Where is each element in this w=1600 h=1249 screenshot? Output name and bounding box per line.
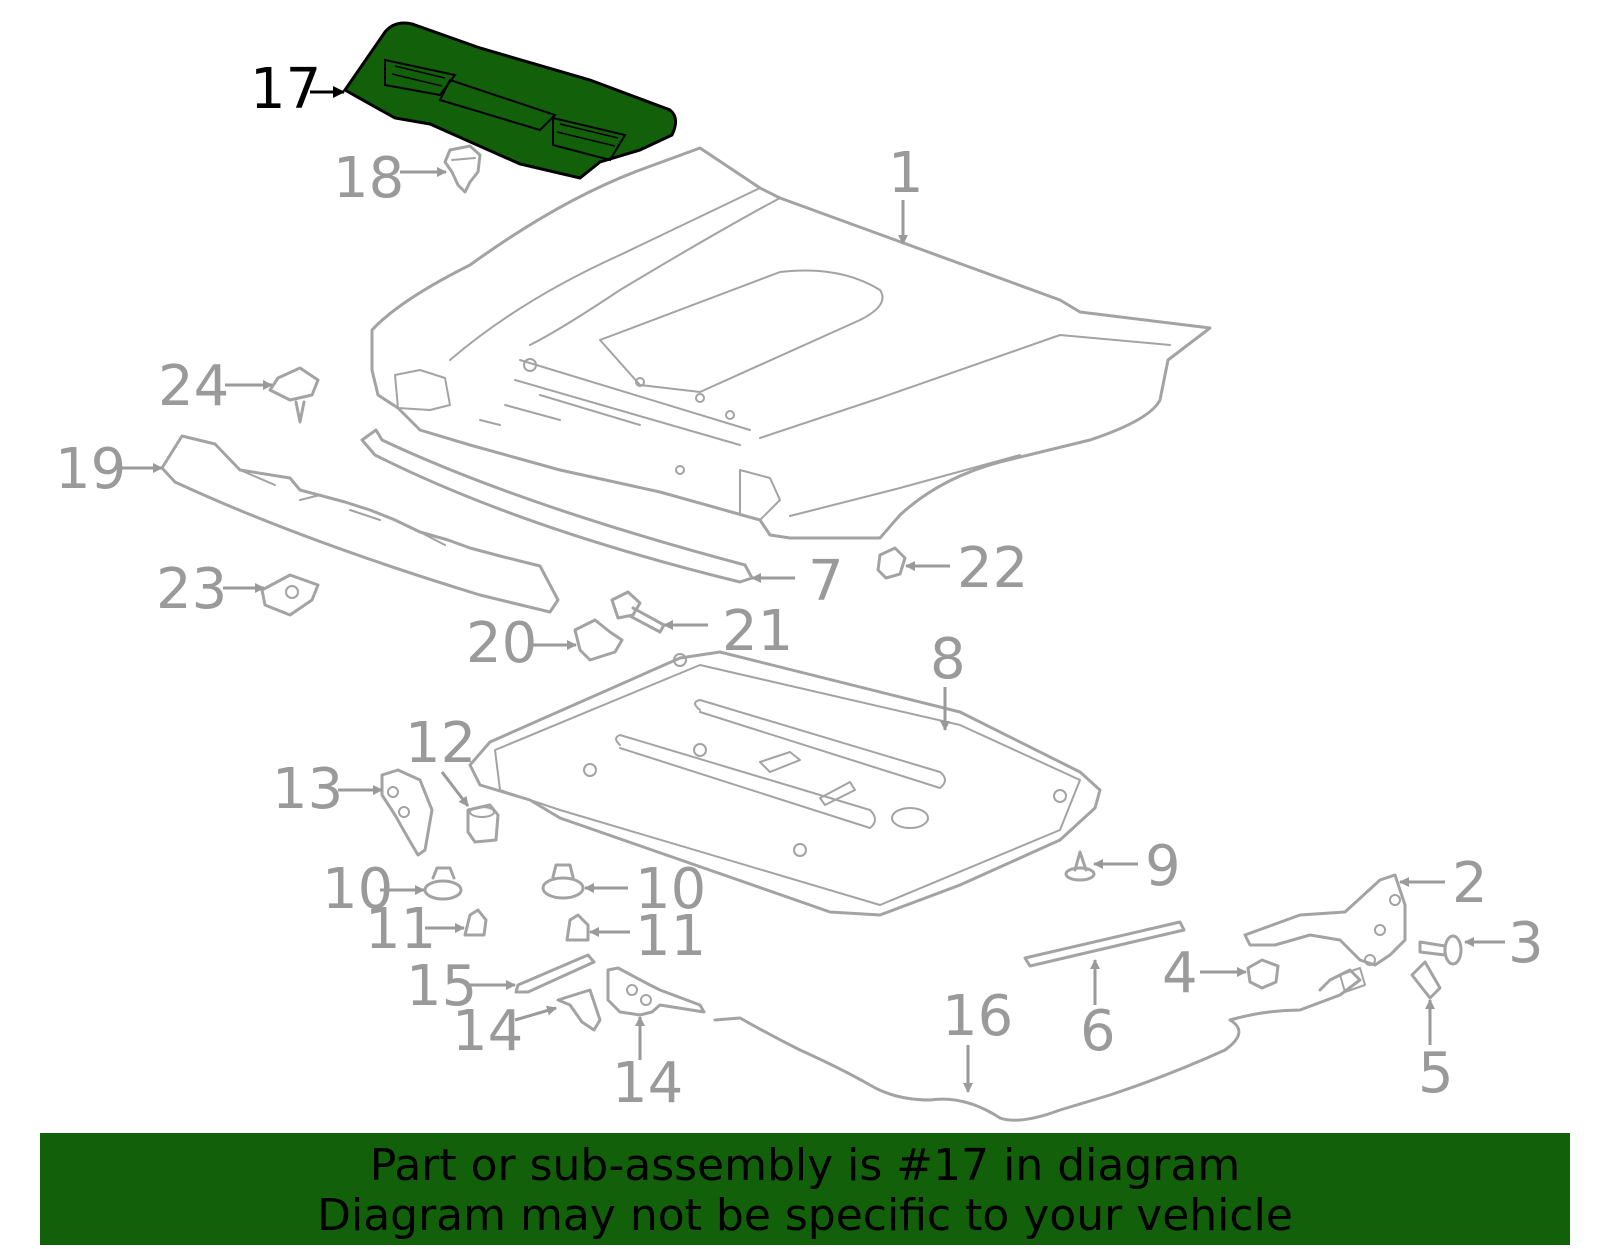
part-14-latch-bracket[interactable] bbox=[556, 988, 602, 1032]
part-2-hinge[interactable] bbox=[1243, 873, 1407, 967]
part-1-hood[interactable] bbox=[370, 146, 1212, 540]
part-13-latch-bracket[interactable] bbox=[380, 768, 434, 857]
callout-3: 3 bbox=[1464, 911, 1544, 976]
part-17-hood-scoop-insert[interactable] bbox=[342, 21, 677, 180]
part-12-bumper[interactable] bbox=[466, 803, 500, 844]
part-7-weatherstrip[interactable] bbox=[360, 428, 754, 584]
info-banner: Part or sub-assembly is #17 in diagram D… bbox=[40, 1133, 1570, 1245]
callout-16-label: 16 bbox=[942, 984, 1013, 1049]
callout-14-left-label: 14 bbox=[452, 999, 523, 1064]
callout-17-label: 17 bbox=[250, 57, 321, 122]
part-21-bolt[interactable] bbox=[610, 590, 666, 634]
callout-1-label: 1 bbox=[888, 141, 924, 206]
callout-24-label: 24 bbox=[158, 354, 229, 419]
callout-14-bottom-label: 14 bbox=[612, 1051, 683, 1116]
part-23-clip-nut[interactable] bbox=[260, 573, 320, 617]
part-8-hood-insulator[interactable] bbox=[468, 650, 1102, 917]
callout-14-left: 14 bbox=[452, 999, 557, 1064]
part-15-release-handle[interactable] bbox=[514, 953, 596, 994]
callout-12-label: 12 bbox=[405, 711, 476, 776]
callout-16: 16 bbox=[942, 984, 1013, 1093]
callout-24: 24 bbox=[158, 354, 273, 419]
callout-11-right: 11 bbox=[589, 904, 706, 969]
callout-6: 6 bbox=[1080, 959, 1116, 1064]
part-20-bracket[interactable] bbox=[573, 618, 624, 662]
callout-18-label: 18 bbox=[333, 146, 404, 211]
callout-5: 5 bbox=[1418, 999, 1454, 1106]
callout-5-label: 5 bbox=[1418, 1041, 1454, 1106]
callout-7: 7 bbox=[751, 549, 844, 614]
part-14-hood-latch[interactable] bbox=[606, 966, 706, 1017]
part-24-bolt[interactable] bbox=[268, 366, 320, 424]
part-11-stopper-left[interactable] bbox=[463, 908, 488, 937]
callout-23: 23 bbox=[156, 557, 265, 622]
callout-13: 13 bbox=[272, 757, 383, 822]
part-4-bumper[interactable] bbox=[1246, 958, 1280, 990]
part-19-air-deflector[interactable] bbox=[160, 434, 560, 614]
callout-23-label: 23 bbox=[156, 557, 227, 622]
callout-20-label: 20 bbox=[466, 611, 537, 676]
callout-1: 1 bbox=[888, 141, 924, 245]
part-11-stopper-right[interactable] bbox=[565, 913, 590, 942]
callout-9: 9 bbox=[1093, 834, 1181, 899]
callout-22-label: 22 bbox=[957, 536, 1028, 601]
part-9-clip[interactable] bbox=[1064, 850, 1096, 882]
part-3-bolt[interactable] bbox=[1418, 934, 1463, 966]
callout-8: 8 bbox=[930, 627, 966, 731]
banner-line-2: Diagram may not be specific to your vehi… bbox=[317, 1190, 1293, 1241]
part-5-nut[interactable] bbox=[1410, 960, 1442, 1000]
callout-14-bottom: 14 bbox=[612, 1016, 683, 1116]
callout-10-right: 10 bbox=[584, 857, 706, 922]
callout-11-right-label: 11 bbox=[635, 904, 706, 969]
part-6-prop-rod[interactable] bbox=[1023, 920, 1186, 968]
callout-12: 12 bbox=[405, 711, 476, 807]
callout-19: 19 bbox=[55, 437, 163, 502]
callout-20: 20 bbox=[466, 611, 577, 676]
callout-4: 4 bbox=[1162, 941, 1247, 1006]
callout-10-left: 10 bbox=[322, 857, 425, 922]
callout-13-label: 13 bbox=[272, 757, 343, 822]
part-22-bumper[interactable] bbox=[876, 546, 907, 580]
callout-21-label: 21 bbox=[722, 599, 793, 664]
callout-15: 15 bbox=[406, 954, 516, 1019]
callout-18: 18 bbox=[333, 146, 447, 211]
part-10-bumper-right[interactable] bbox=[541, 863, 585, 900]
callout-17: 17 bbox=[250, 57, 345, 122]
callout-15-label: 15 bbox=[406, 954, 477, 1019]
callout-11-left-label: 11 bbox=[365, 897, 436, 962]
callout-6-label: 6 bbox=[1080, 999, 1116, 1064]
callout-11-left: 11 bbox=[365, 897, 465, 962]
callout-19-label: 19 bbox=[55, 437, 126, 502]
callout-21: 21 bbox=[663, 599, 793, 664]
banner-line-1: Part or sub-assembly is #17 in diagram bbox=[369, 1140, 1241, 1191]
callout-8-label: 8 bbox=[930, 627, 966, 692]
part-18-clip[interactable] bbox=[443, 144, 482, 194]
callout-2: 2 bbox=[1399, 851, 1488, 916]
part-10-bumper-left[interactable] bbox=[423, 866, 463, 901]
part-16-release-cable[interactable] bbox=[713, 967, 1366, 1122]
callout-2-label: 2 bbox=[1452, 851, 1488, 916]
callout-7-label: 7 bbox=[808, 549, 844, 614]
callout-3-label: 3 bbox=[1508, 911, 1544, 976]
callout-9-label: 9 bbox=[1145, 834, 1181, 899]
callout-10-right-label: 10 bbox=[635, 857, 706, 922]
callout-4-label: 4 bbox=[1162, 941, 1198, 1006]
callout-22: 22 bbox=[905, 536, 1028, 601]
